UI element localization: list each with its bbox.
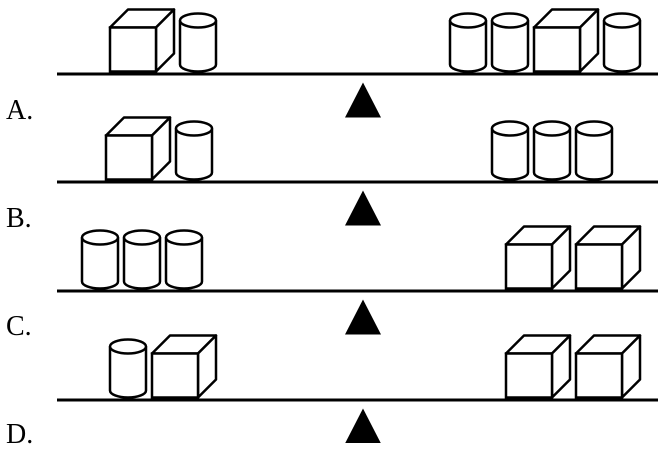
right-side-weights — [504, 334, 642, 399]
cylinder-top — [602, 12, 642, 29]
cylinder-top — [448, 12, 488, 29]
cylinder-body — [602, 20, 642, 73]
left-side-weights — [108, 334, 218, 399]
cylinder-body — [574, 128, 614, 181]
cube-front-face — [532, 26, 582, 73]
balance-beam — [57, 398, 658, 402]
cylinder-weight — [174, 120, 214, 181]
option-label-b: B. — [6, 203, 32, 234]
cube-weight — [532, 8, 600, 73]
cylinder-top — [178, 12, 218, 29]
cylinder-top — [174, 120, 214, 137]
cube-front-face — [574, 352, 624, 399]
cylinder-body — [178, 20, 218, 73]
balance-beam — [57, 289, 658, 293]
cube-front-face — [150, 352, 200, 399]
option-label-c: C. — [6, 311, 32, 342]
left-side-weights — [80, 229, 204, 290]
balance-beam — [57, 72, 658, 76]
fulcrum-triangle — [345, 82, 381, 118]
cylinder-body — [108, 346, 148, 399]
cylinder-weight — [532, 120, 572, 181]
cylinder-top — [108, 338, 148, 355]
cylinder-weight — [108, 338, 148, 399]
cylinder-body — [532, 128, 572, 181]
cylinder-top — [490, 12, 530, 29]
cylinder-top — [532, 120, 572, 137]
cylinder-weight — [448, 12, 488, 73]
left-side-weights — [104, 116, 214, 181]
cube-weight — [504, 334, 572, 399]
cylinder-body — [174, 128, 214, 181]
cylinder-top — [490, 120, 530, 137]
cylinder-top — [574, 120, 614, 137]
cylinder-body — [80, 237, 120, 290]
cylinder-weight — [490, 12, 530, 73]
cylinder-body — [490, 128, 530, 181]
cylinder-body — [490, 20, 530, 73]
cylinder-weight — [602, 12, 642, 73]
balance-scale-d — [57, 334, 658, 443]
option-label-d: D. — [6, 419, 34, 450]
cylinder-weight — [122, 229, 162, 290]
fulcrum-triangle — [345, 408, 381, 443]
fulcrum-triangle — [345, 299, 381, 335]
right-side-weights — [490, 120, 614, 181]
option-label-a: A. — [6, 95, 34, 126]
cylinder-weight — [490, 120, 530, 181]
cylinder-top — [122, 229, 162, 246]
cylinder-weight — [574, 120, 614, 181]
cylinder-weight — [80, 229, 120, 290]
fulcrum-triangle — [345, 190, 381, 226]
right-side-weights — [448, 8, 642, 73]
cube-front-face — [504, 352, 554, 399]
balance-scale-c — [57, 225, 658, 335]
cube-weight — [574, 225, 642, 290]
cube-weight — [104, 116, 172, 181]
left-side-weights — [108, 8, 218, 73]
cylinder-body — [448, 20, 488, 73]
cylinder-body — [164, 237, 204, 290]
cylinder-weight — [178, 12, 218, 73]
cube-front-face — [504, 243, 554, 290]
cube-weight — [150, 334, 218, 399]
cylinder-top — [80, 229, 120, 246]
cylinder-weight — [164, 229, 204, 290]
cube-front-face — [104, 134, 154, 181]
cube-weight — [504, 225, 572, 290]
balance-scale-a — [57, 8, 658, 118]
balance-scale-b — [57, 116, 658, 226]
cube-weight — [108, 8, 176, 73]
balance-beam — [57, 180, 658, 184]
cube-front-face — [574, 243, 624, 290]
right-side-weights — [504, 225, 642, 290]
cube-weight — [574, 334, 642, 399]
cylinder-body — [122, 237, 162, 290]
cylinder-top — [164, 229, 204, 246]
cube-front-face — [108, 26, 158, 73]
